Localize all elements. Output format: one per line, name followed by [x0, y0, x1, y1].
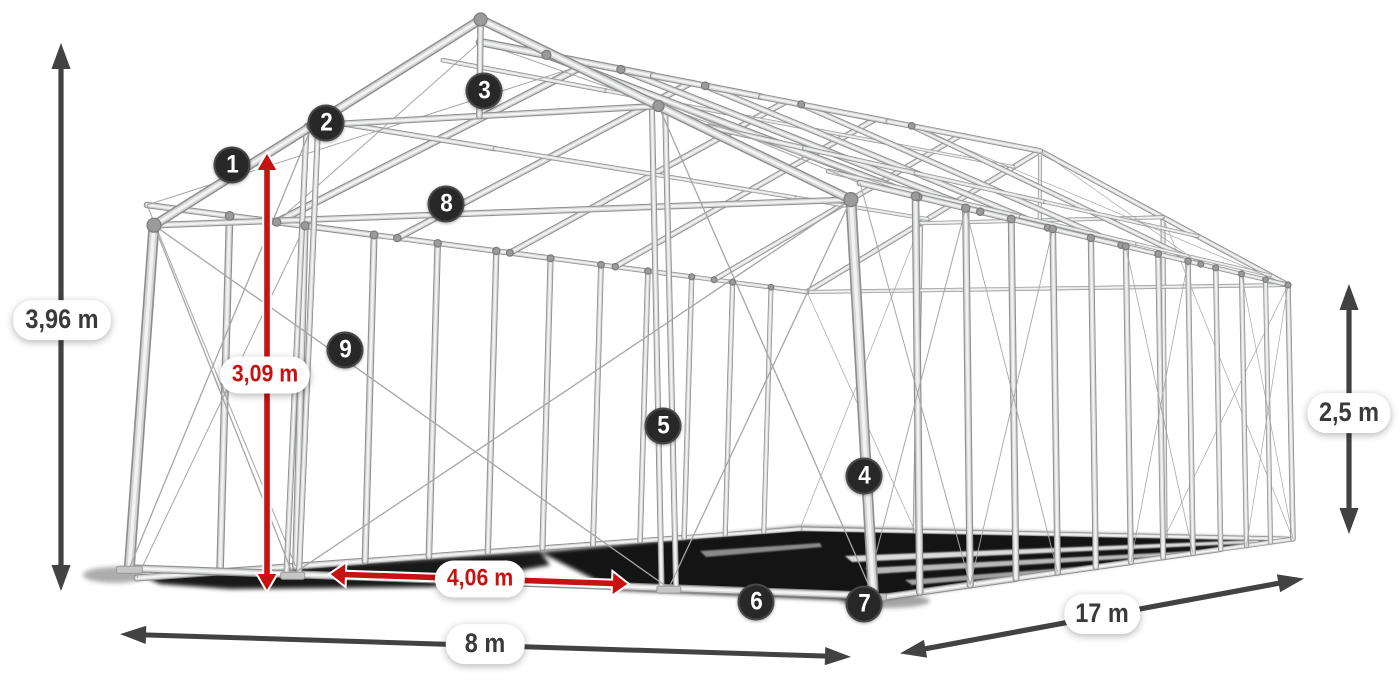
part-badge-9: 9	[326, 331, 364, 369]
label-width-text: 8 m	[464, 628, 506, 659]
part-badge-5: 5	[644, 407, 682, 445]
part-badge-8: 8	[427, 185, 465, 223]
part-badge-9-label: 9	[338, 335, 352, 364]
part-badge-3: 3	[465, 72, 503, 110]
part-badge-8-label: 8	[439, 189, 453, 218]
part-badge-1: 1	[213, 146, 251, 184]
label-width: 8 m	[445, 624, 525, 664]
part-badge-4: 4	[845, 457, 883, 495]
part-badge-7: 7	[845, 585, 883, 623]
label-side-height: 2,5 m	[1307, 393, 1391, 433]
part-badge-4-label: 4	[857, 461, 871, 490]
part-badge-7-label: 7	[857, 589, 871, 618]
part-badge-2-label: 2	[319, 108, 333, 137]
label-total-height: 3,96 m	[12, 300, 112, 340]
label-length: 17 m	[1064, 594, 1140, 634]
part-badge-3-label: 3	[477, 76, 491, 105]
part-badge-6-label: 6	[749, 587, 763, 616]
label-side-height-text: 2,5 m	[1318, 397, 1380, 428]
label-total-height-text: 3,96 m	[25, 304, 99, 335]
part-badge-5-label: 5	[656, 411, 670, 440]
part-badge-2: 2	[307, 104, 345, 142]
part-badge-1-label: 1	[225, 150, 239, 179]
label-door-width: 4,06 m	[434, 560, 526, 598]
part-badge-6: 6	[737, 583, 775, 621]
label-inner-height-text: 3,09 m	[231, 360, 299, 388]
label-inner-height: 3,09 m	[219, 356, 311, 394]
label-door-width-text: 4,06 m	[446, 564, 514, 592]
tent-frame-tubes	[115, 12, 1296, 604]
label-length-text: 17 m	[1075, 598, 1129, 629]
